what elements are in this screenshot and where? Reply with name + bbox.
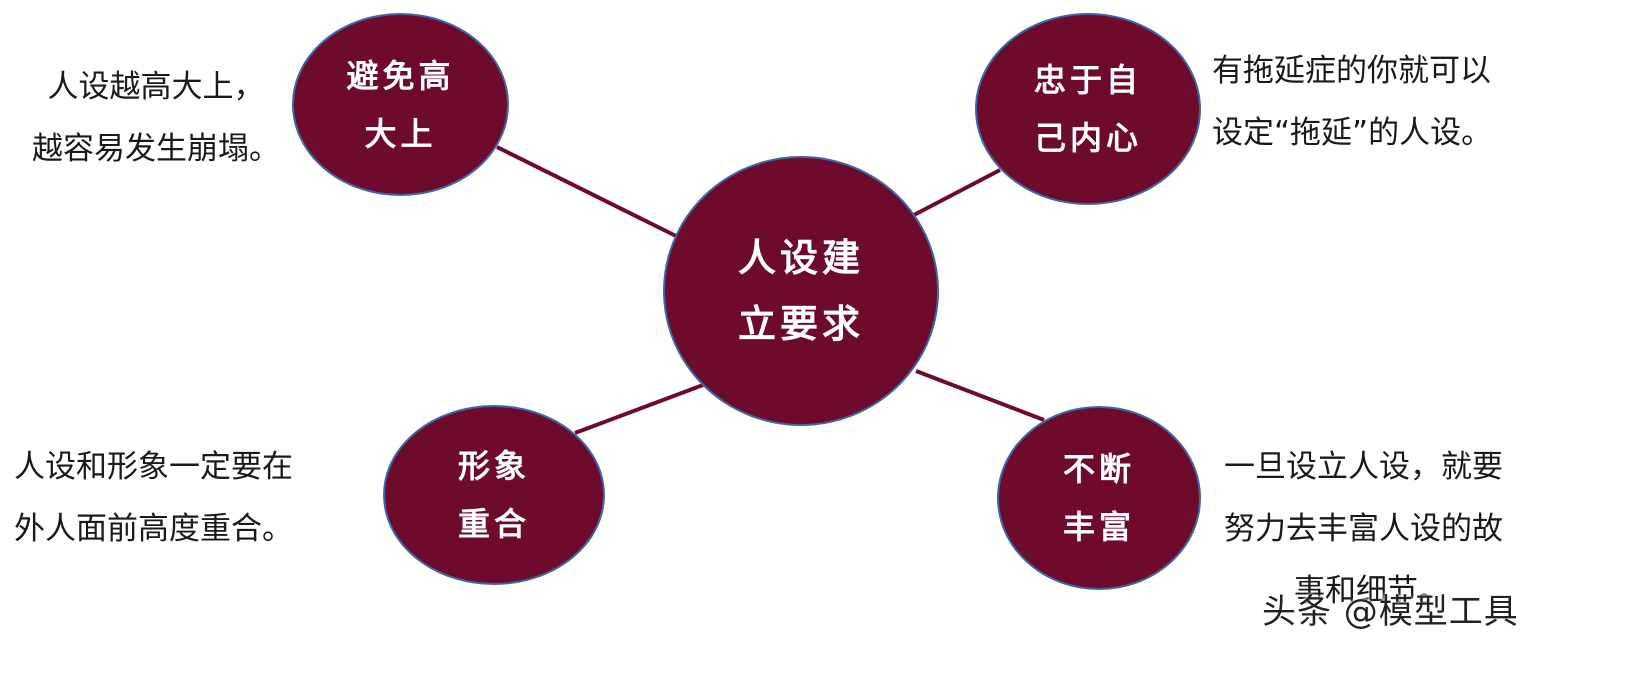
node-image-match: 形象 重合	[383, 405, 605, 585]
node-true-to-self-line-2: 己内心	[1033, 119, 1142, 157]
node-keep-enriching-line-1: 不断	[1062, 450, 1135, 488]
node-avoid-lofty: 避免高 大上	[292, 13, 509, 196]
description-true-to-self: 有拖延症的你就可以 设定“拖延”的人设。	[1212, 40, 1492, 164]
description-avoid-lofty: 人设越高大上， 越容易发生崩塌。	[22, 56, 290, 180]
description-keep-enriching-line-3: 事和细节。	[1294, 573, 1449, 609]
connector-bottom-left	[574, 383, 704, 435]
description-keep-enriching-line-1: 一旦设立人设，就要	[1224, 449, 1503, 485]
node-true-to-self: 忠于自 己内心	[975, 13, 1201, 205]
connector-top-left	[496, 145, 677, 238]
description-true-to-self-line-1: 有拖延症的你就可以	[1212, 53, 1491, 89]
description-keep-enriching: 一旦设立人设，就要 努力去丰富人设的故 事和细节。	[1224, 436, 1503, 622]
description-avoid-lofty-line-2: 越容易发生崩塌。	[32, 131, 280, 167]
node-keep-enriching: 不断 丰富	[997, 406, 1201, 590]
connector-top-right	[911, 168, 1001, 218]
description-image-match-line-1: 人设和形象一定要在	[14, 449, 293, 485]
center-node-line-2: 立要求	[737, 302, 864, 346]
description-image-match: 人设和形象一定要在 外人面前高度重合。	[14, 436, 293, 560]
center-node-line-1: 人设建	[737, 236, 864, 280]
description-image-match-line-2: 外人面前高度重合。	[14, 511, 293, 547]
node-avoid-lofty-line-2: 大上	[364, 114, 437, 153]
description-keep-enriching-line-2: 努力去丰富人设的故	[1224, 511, 1503, 547]
description-avoid-lofty-line-1: 人设越高大上，	[47, 69, 265, 105]
description-true-to-self-line-2: 设定“拖延”的人设。	[1212, 115, 1493, 151]
node-image-match-line-1: 形象	[457, 447, 530, 485]
watermark: 头条 @模型工具	[1262, 592, 1519, 632]
node-avoid-lofty-line-1: 避免高	[346, 56, 455, 95]
node-keep-enriching-line-2: 丰富	[1062, 508, 1135, 546]
node-true-to-self-line-1: 忠于自	[1033, 61, 1142, 99]
connector-bottom-right	[915, 369, 1045, 422]
node-image-match-line-2: 重合	[457, 505, 530, 543]
center-node: 人设建 立要求	[663, 156, 939, 426]
